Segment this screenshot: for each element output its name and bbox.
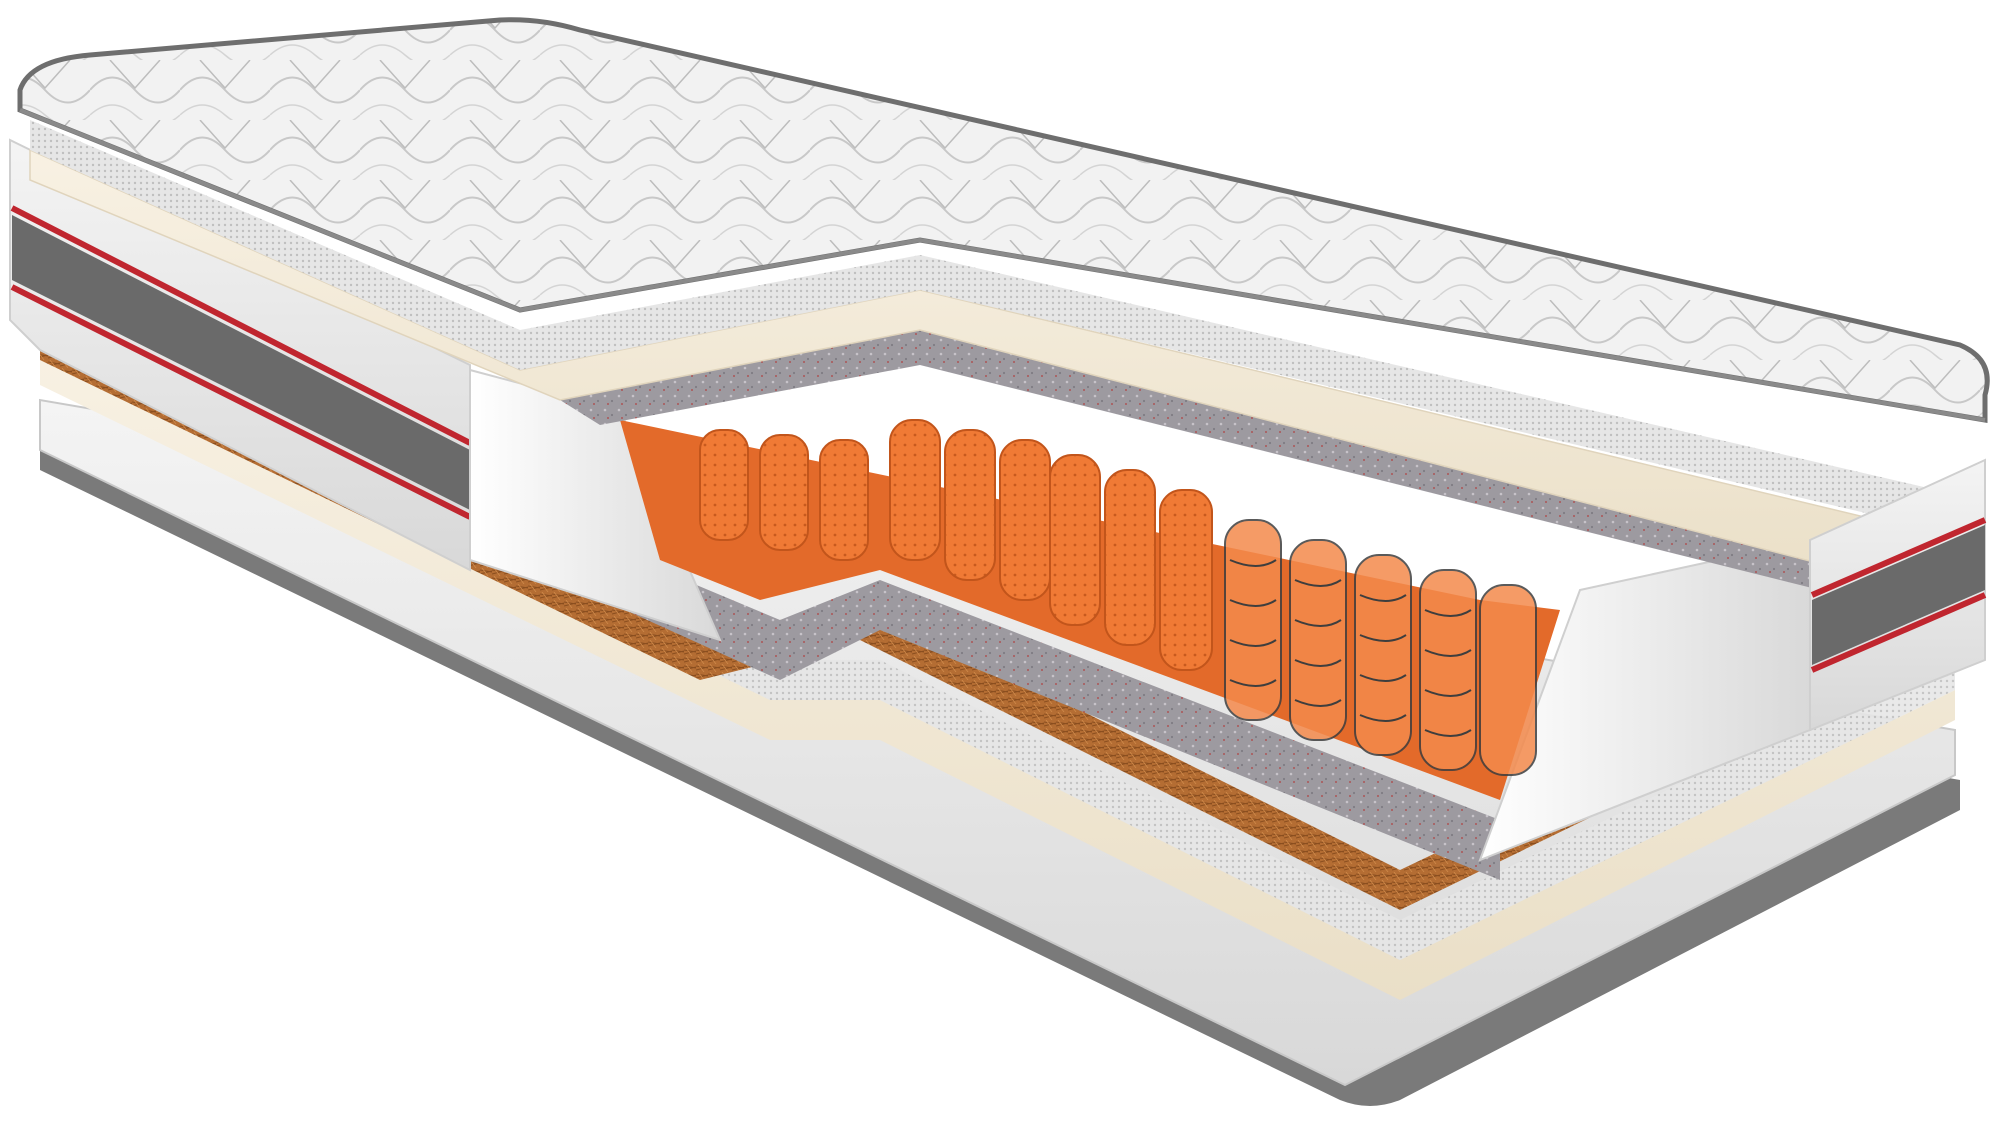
right-side-grey-band <box>1812 525 1985 665</box>
left-side-grey-band <box>12 215 470 510</box>
pocket-spring-block <box>620 419 1560 800</box>
left-side-red-piping-bottom <box>10 284 472 520</box>
right-side-red-piping-bottom <box>1810 592 1987 673</box>
right-side-red-piping-top <box>1810 517 1987 598</box>
left-side-red-piping-top <box>10 205 472 446</box>
quilted-top-cover-edge <box>19 108 1986 422</box>
quilted-top-cover <box>17 17 1990 423</box>
